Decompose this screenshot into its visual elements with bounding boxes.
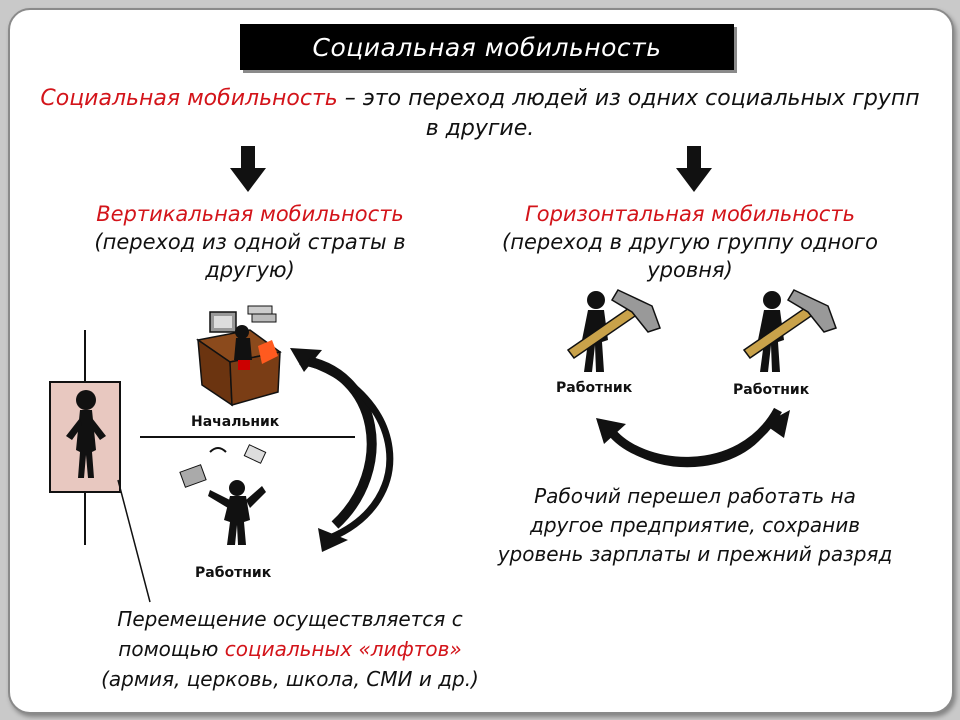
vertical-desc-line1: (переход из одной страты в [94, 230, 406, 254]
down-arrow-left-icon [230, 146, 266, 192]
vertical-heading: Вертикальная мобильность [96, 202, 404, 226]
worker-left-label: Работник [195, 565, 272, 581]
definition-line2: в другие. [425, 116, 535, 141]
horizontal-desc-line1: (переход в другую группу одного [502, 230, 878, 254]
horizontal-mobility-block: Горизонтальная мобильность (переход в др… [480, 200, 900, 284]
horizontal-example-line1: Рабочий перешел работать на [534, 484, 856, 508]
vertical-mobility-block: Вертикальная мобильность (переход из одн… [40, 200, 460, 284]
horizontal-desc-line2: уровня) [647, 258, 733, 282]
definition-text: Социальная мобильность – это переход люд… [0, 84, 960, 144]
worker-right2-label: Работник [733, 382, 810, 398]
horizontal-example-line2: другое предприятие, сохранив [529, 513, 861, 537]
slide-frame [8, 8, 954, 714]
definition-term: Социальная мобильность [40, 86, 338, 111]
lifts-line3: (армия, церковь, школа, СМИ и др.) [101, 667, 479, 691]
vertical-cycle-arrows-icon [290, 348, 394, 552]
lift-pointer-line [117, 479, 151, 603]
worker-stressed-icon [179, 444, 267, 545]
page-title: Социальная мобильность [312, 32, 662, 62]
elevator-icon [49, 330, 121, 545]
horizontal-heading: Горизонтальная мобильность [525, 202, 855, 226]
lifts-line1: Перемещение осуществляется с [117, 607, 463, 631]
boss-label: Начальник [191, 414, 280, 430]
vertical-desc-line2: другую) [205, 258, 295, 282]
title-banner: Социальная мобильность [240, 24, 734, 70]
worker-right1-label: Работник [556, 380, 633, 396]
horizontal-example-line3: уровень зарплаты и прежний разряд [497, 542, 893, 566]
worker-hammer-right-icon [742, 289, 837, 372]
social-lifts-text: Перемещение осуществляется с помощью соц… [20, 604, 560, 694]
lifts-line2-prefix: помощью [118, 637, 225, 661]
down-arrow-right-icon [676, 146, 712, 192]
boss-desk-icon [196, 305, 282, 407]
worker-hammer-left-icon [566, 289, 661, 372]
horizontal-cycle-arrows-icon [596, 407, 790, 468]
lifts-highlight: социальных «лифтов» [224, 637, 462, 661]
horizontal-example-text: Рабочий перешел работать на другое предп… [455, 482, 935, 569]
definition-rest: – это переход людей из одних социальных … [337, 86, 920, 111]
